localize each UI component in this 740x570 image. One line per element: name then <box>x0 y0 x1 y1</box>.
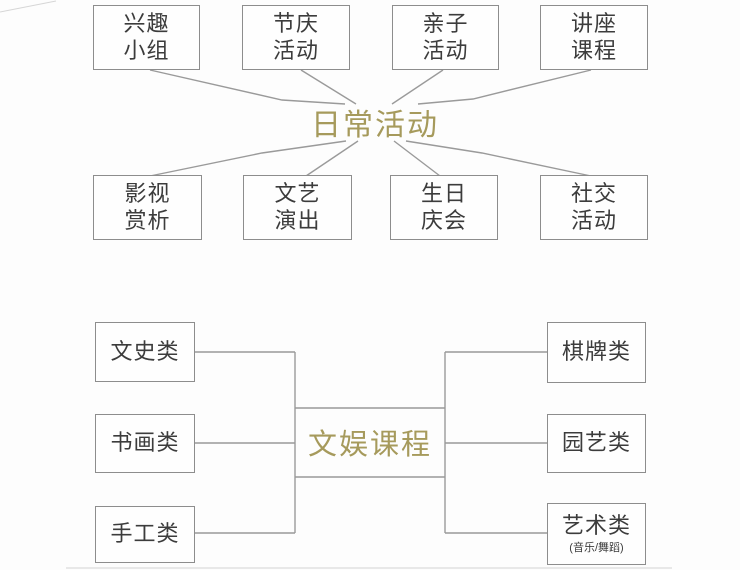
node-social-activities: 社交 活动 <box>540 175 648 240</box>
node-label: 手工类 <box>110 521 180 547</box>
node-label: 艺术类 <box>561 512 631 538</box>
node-label: 节庆 活动 <box>272 10 319 63</box>
node-label: 影视 赏析 <box>124 180 171 233</box>
node-film-appreciation: 影视 赏析 <box>93 175 202 240</box>
node-label: 文史类 <box>110 338 180 364</box>
node-label: 生日 庆会 <box>420 180 467 233</box>
node-handicrafts: 手工类 <box>95 506 195 563</box>
node-arts: 艺术类 (音乐/舞蹈) <box>547 503 646 565</box>
courses-diagram-connectors <box>195 351 547 534</box>
node-label: 棋牌类 <box>561 339 631 365</box>
node-label: 讲座 课程 <box>570 10 617 63</box>
daily-activities-center-label: 日常活动 <box>311 109 439 142</box>
node-interest-groups: 兴趣 小组 <box>93 5 200 70</box>
node-art-performances: 文艺 演出 <box>243 175 352 240</box>
edge-artifacts <box>0 0 672 569</box>
node-lecture-courses: 讲座 课程 <box>540 5 648 70</box>
node-label: 社交 活动 <box>570 180 617 233</box>
node-label: 文艺 演出 <box>274 180 321 233</box>
node-sublabel: (音乐/舞蹈) <box>569 541 624 554</box>
node-literature-history: 文史类 <box>95 322 195 382</box>
node-label: 兴趣 小组 <box>123 10 170 63</box>
courses-center-label: 文娱课程 <box>307 429 432 461</box>
node-parent-child-activities: 亲子 活动 <box>392 5 499 70</box>
node-label: 亲子 活动 <box>422 10 469 63</box>
node-label: 园艺类 <box>561 430 631 456</box>
node-gardening: 园艺类 <box>547 414 646 473</box>
node-chess-cards: 棋牌类 <box>547 322 646 383</box>
node-label: 书画类 <box>110 430 180 456</box>
daily-diagram-connectors <box>149 69 592 177</box>
node-festival-activities: 节庆 活动 <box>242 5 350 70</box>
node-birthday-celebrations: 生日 庆会 <box>390 175 498 240</box>
node-calligraphy-painting: 书画类 <box>95 414 195 473</box>
